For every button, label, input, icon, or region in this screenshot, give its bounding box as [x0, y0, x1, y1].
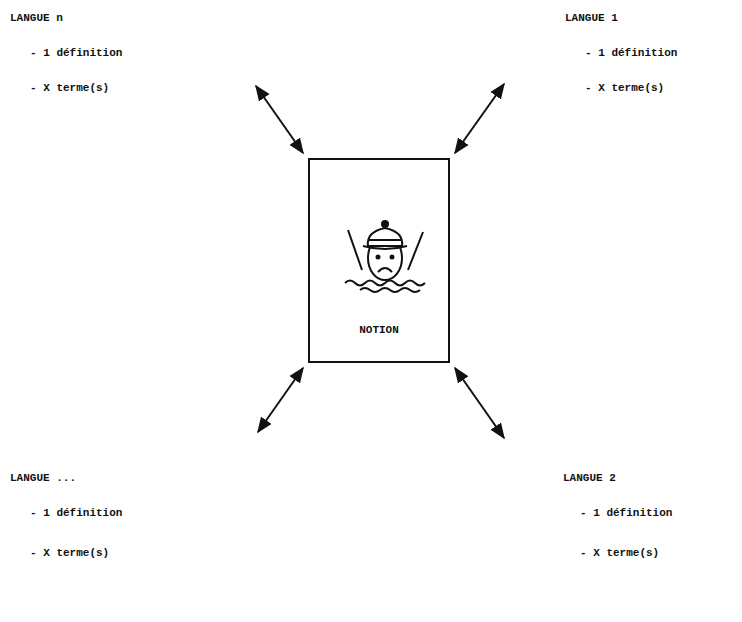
double-arrow	[455, 84, 504, 153]
language-heading: LANGUE ...	[10, 472, 76, 485]
list-item: - 1 définition	[585, 47, 677, 60]
language-heading: LANGUE n	[10, 12, 63, 25]
language-heading: LANGUE 1	[565, 12, 618, 25]
list-item: - X terme(s)	[30, 82, 109, 95]
drowning-sailor	[345, 221, 425, 292]
list-item: - 1 définition	[30, 47, 122, 60]
arrows	[256, 84, 504, 438]
notion-label: NOTION	[310, 324, 448, 337]
list-item: - 1 définition	[30, 507, 122, 520]
double-arrow	[258, 368, 303, 432]
list-item: - 1 définition	[580, 507, 672, 520]
list-item: - X terme(s)	[585, 82, 664, 95]
language-heading: LANGUE 2	[563, 472, 616, 485]
notion-box: NOTION	[308, 158, 450, 363]
double-arrow	[455, 368, 504, 438]
double-arrow	[256, 86, 303, 153]
list-item: - X terme(s)	[580, 547, 659, 560]
list-item: - X terme(s)	[30, 547, 109, 560]
